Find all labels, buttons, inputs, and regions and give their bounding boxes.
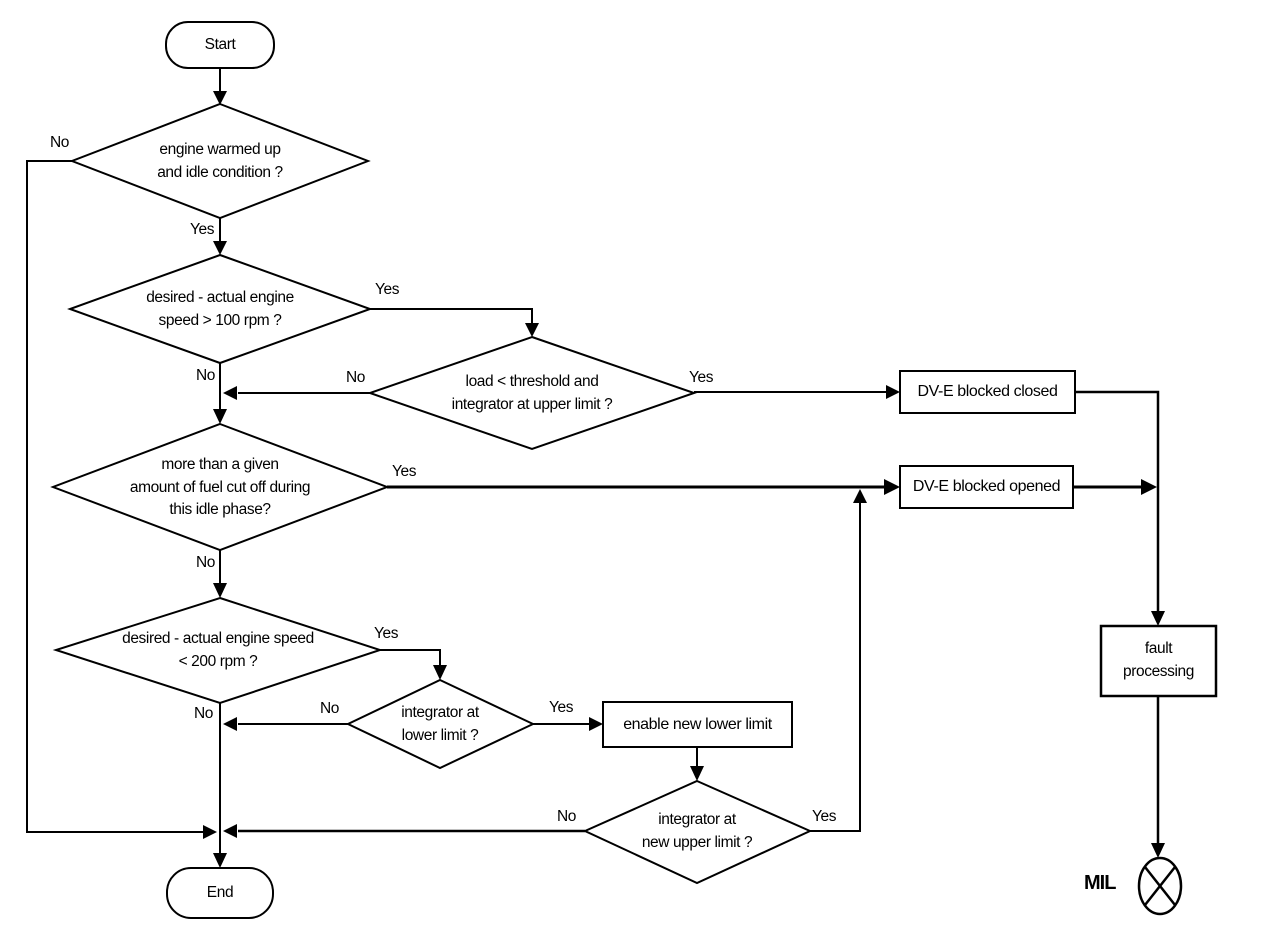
arrowhead <box>1151 611 1165 626</box>
branch-label-no: No <box>194 705 214 722</box>
edge-newupper-yes-up <box>810 503 861 832</box>
load-threshold-diamond-shape <box>366 335 698 451</box>
arrowhead <box>690 766 704 781</box>
arrowhead <box>886 385 900 399</box>
mil-indicator-icon <box>1137 856 1183 916</box>
branch-label-no: No <box>50 134 70 151</box>
end-terminator-label: End <box>206 883 234 901</box>
branch-label-yes: Yes <box>375 281 400 298</box>
branch-label-no: No <box>196 554 216 571</box>
arrowhead <box>213 241 227 255</box>
integrator-new-upper-decision-label: integrator at new upper limit ? <box>641 811 753 851</box>
fuel-cut-off-diamond-shape <box>50 422 390 552</box>
arrowhead <box>433 665 447 680</box>
arrowhead <box>223 824 237 838</box>
dve-blocked-closed-label: DV-E blocked closed <box>917 383 1058 401</box>
branch-label-no: No <box>557 808 577 825</box>
arrowhead <box>853 489 867 503</box>
integrator-new-upper-diamond-shape <box>582 779 813 885</box>
branch-label-yes: Yes <box>812 808 837 825</box>
engine-warm-diamond-shape <box>69 102 371 220</box>
fault-processing-box-shape <box>1099 624 1218 698</box>
arrowhead <box>213 853 227 868</box>
arrowhead <box>213 583 227 598</box>
dve-blocked-opened-label: DV-E blocked opened <box>912 478 1061 496</box>
branch-label-no: No <box>320 700 340 717</box>
arrowhead <box>203 825 217 839</box>
engine-warm-decision-label: engine warmed up and idle condition ? <box>157 141 283 181</box>
speed-gt-100-diamond-shape <box>67 253 373 365</box>
arrowhead <box>525 323 539 337</box>
branch-label-yes: Yes <box>374 625 399 642</box>
branch-label-no: No <box>346 369 366 386</box>
fuel-cut-off-decision-label: more than a given amount of fuel cut off… <box>129 455 311 519</box>
arrowhead <box>213 91 227 105</box>
mil-cross-line <box>1144 866 1176 906</box>
arrowhead <box>1141 479 1157 495</box>
speed-gt-100-decision-label: desired - actual engine speed > 100 rpm … <box>146 289 294 329</box>
arrowhead <box>589 717 603 731</box>
speed-lt-200-decision-label: desired - actual engine speed < 200 rpm … <box>122 630 314 670</box>
start-terminator-label: Start <box>204 35 236 53</box>
integrator-lower-decision-label: integrator at lower limit ? <box>401 704 479 744</box>
fault-processing-label: fault processing <box>1123 640 1194 680</box>
edge-speed200-yes-to-lower <box>380 649 441 667</box>
load-threshold-decision-label: load < threshold and integrator at upper… <box>451 373 613 413</box>
integrator-lower-diamond-shape <box>345 678 536 770</box>
edge-engine-warm-no-to-end <box>26 160 204 833</box>
branch-label-yes: Yes <box>689 369 714 386</box>
arrowhead <box>884 479 900 495</box>
enable-new-lower-limit-label: enable new lower limit <box>623 715 772 733</box>
enable-new-lower-limit-box-shape <box>602 701 793 748</box>
speed-lt-200-diamond-shape <box>52 596 384 705</box>
arrowhead <box>223 717 237 731</box>
arrowhead <box>1151 843 1165 858</box>
arrowhead <box>223 386 237 400</box>
branch-label-yes: Yes <box>190 221 215 238</box>
start-terminator-shape <box>165 21 275 69</box>
edge-closed-to-fault <box>1075 390 1160 612</box>
branch-label-no: No <box>196 367 216 384</box>
branch-label-yes: Yes <box>392 463 417 480</box>
mil-label: MIL <box>1084 872 1116 894</box>
branch-label-yes: Yes <box>549 699 574 716</box>
arrowhead <box>213 409 227 424</box>
edge-speed100-yes-to-load <box>370 308 533 325</box>
